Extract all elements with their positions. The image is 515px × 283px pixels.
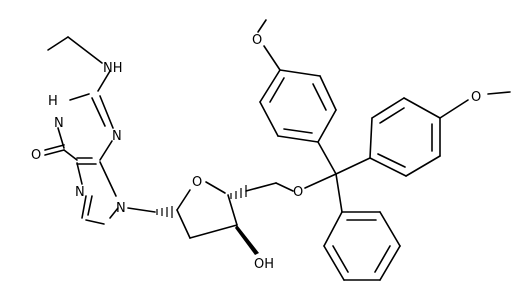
furanose-ring xyxy=(176,181,238,239)
furanose-o-label: O xyxy=(192,175,202,190)
c4-c5-bond xyxy=(245,182,277,192)
hydroxyl-label: OH xyxy=(254,257,274,272)
imidazole-n7-label: N xyxy=(75,185,85,200)
trityl-bond-right xyxy=(335,157,371,175)
wedge-oh xyxy=(235,225,259,255)
ring-n1-label: N xyxy=(54,116,64,131)
anisyl-ring-right xyxy=(369,97,441,177)
imidazole-n9-label: N xyxy=(116,201,126,216)
carbonyl-bond xyxy=(44,149,65,156)
anisyl-ring-top xyxy=(259,69,337,143)
ethyl-group xyxy=(47,36,103,64)
phenyl-ring xyxy=(323,211,401,281)
methoxy-top-o-label: O xyxy=(252,33,262,48)
amine-nh-label: NH xyxy=(103,61,123,76)
hashed-wedge-c1 xyxy=(156,206,173,218)
trityl-bond-bottom xyxy=(335,173,343,213)
o-trityl-bond xyxy=(304,173,337,189)
bond-nh-c2 xyxy=(97,70,111,92)
ring-n3-label: N xyxy=(112,129,122,144)
ring-nh-label: H xyxy=(48,94,58,109)
methoxy-right-o-label: O xyxy=(471,90,481,105)
imidazole-ring xyxy=(76,161,119,225)
methoxy-right-bond xyxy=(439,99,469,119)
methoxy-top-bond xyxy=(263,45,281,71)
hashed-wedge-c4 xyxy=(230,185,247,199)
c5-o-bond xyxy=(275,182,294,192)
ether-o-label: O xyxy=(293,185,303,200)
pyrimidine-ring xyxy=(57,93,114,165)
n9-c1-bond xyxy=(127,207,156,213)
trityl-bond-top xyxy=(317,141,337,175)
carbonyl-o-label: O xyxy=(31,148,41,163)
